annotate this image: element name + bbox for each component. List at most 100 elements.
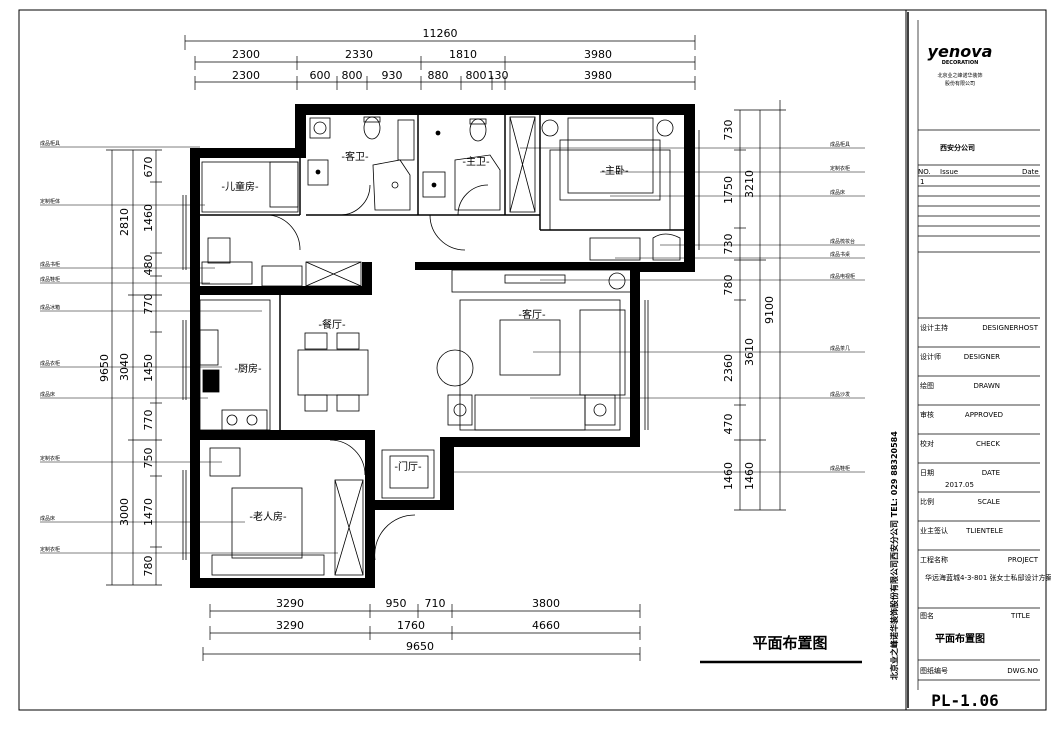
vertical-company-text: 北京业之峰诺华装饰股份有限公司西安分公司 TEL: 029 88320584 xyxy=(889,431,899,680)
dim-right-inner: 730 1750 730 780 2360 470 1460 xyxy=(722,120,735,491)
dim-bottom-row1: 3290 950 710 3800 xyxy=(276,597,560,610)
bottom-dimensions xyxy=(202,604,641,661)
furniture xyxy=(199,116,681,576)
dim-text: 600 xyxy=(310,69,331,82)
annotation: 成品床 xyxy=(830,189,845,196)
room-living: -客厅- xyxy=(518,308,546,321)
field-value: SCALE xyxy=(978,498,1000,506)
dim-text: 730 xyxy=(722,120,735,141)
dim-text: 130 xyxy=(488,69,509,82)
dim-text: 800 xyxy=(466,69,487,82)
annotation: 成品沙发 xyxy=(830,391,850,398)
rev-header-no: NO. xyxy=(918,168,931,176)
field-label: 日期 xyxy=(920,469,934,477)
field-value: TITLE xyxy=(1010,612,1030,620)
field-extra-date: 2017.05 xyxy=(945,481,974,489)
dim-left-outer-1: 2810 xyxy=(118,208,131,236)
dim-left-total: 9650 xyxy=(98,354,111,382)
annotation: 定制柜体 xyxy=(40,198,60,205)
room-guest-bath: -客卫- xyxy=(341,150,369,163)
room-elder: -老人房- xyxy=(249,510,287,523)
field-label: 图名 xyxy=(920,611,934,620)
dim-top-row2: 2300 600 800 930 880 800 130 3980 xyxy=(232,69,612,82)
field-label: 绘图 xyxy=(920,381,934,390)
room-kitchen: -厨房- xyxy=(234,362,262,375)
title-fields: 设计主持 DESIGNERHOST 设计师 DESIGNER 绘图 DRAWN … xyxy=(920,323,1051,675)
annotation: 成品冰箱 xyxy=(40,304,60,311)
annotation: 成品梳妆台 xyxy=(830,238,855,245)
dim-text: 880 xyxy=(428,69,449,82)
right-annotations: 成品柜具 定制衣柜 成品床 成品梳妆台 成品书桌 成品电视柜 成品茶几 成品沙发… xyxy=(830,141,855,472)
dim-top-total: 11260 xyxy=(423,27,458,40)
field-label: 审核 xyxy=(920,410,934,419)
dim-text: 1460 xyxy=(722,462,735,490)
room-child: -儿童房- xyxy=(221,180,259,193)
dim-right-total: 9100 xyxy=(763,296,776,324)
field-label: 校对 xyxy=(920,439,934,448)
drawing-number: PL-1.06 xyxy=(931,691,998,710)
field-extra-project: 华远海蓝城4-3-801 张女士私邸设计方案 xyxy=(925,573,1051,582)
top-dimensions xyxy=(184,35,696,90)
dim-text: 770 xyxy=(142,410,155,431)
dim-text: 1460 xyxy=(743,462,756,490)
dim-top-row1: 2300 2330 1810 3980 xyxy=(232,48,612,61)
field-value: TLIENTELE xyxy=(965,527,1003,535)
room-foyer: -门厅- xyxy=(394,460,422,473)
annotation: 成品床 xyxy=(40,515,55,522)
annotation: 成品书桌 xyxy=(830,251,850,258)
annotation: 成品床 xyxy=(40,391,55,398)
annotation: 成品茶几 xyxy=(830,345,850,352)
dim-text: 710 xyxy=(425,597,446,610)
annotation: 成品鞋柜 xyxy=(40,276,60,283)
company-logo: yenova xyxy=(928,42,993,61)
logo-subtitle: DECORATION xyxy=(942,60,979,66)
dim-text: 2330 xyxy=(345,48,373,61)
field-value: DRAWN xyxy=(973,382,1000,390)
field-label: 图纸编号 xyxy=(920,666,948,675)
annotation: 成品书柜 xyxy=(40,261,60,268)
dim-text: 4660 xyxy=(532,619,560,632)
field-value: DWG.NO xyxy=(1007,667,1038,675)
field-value: DESIGNERHOST xyxy=(982,324,1038,332)
windows xyxy=(182,130,700,560)
dim-right-mid: 3210 3610 1460 xyxy=(743,170,756,490)
room-master-bed: -主卧- xyxy=(601,164,629,177)
dim-bottom-row2: 3290 1760 4660 xyxy=(276,619,560,632)
annotation: 定制衣柜 xyxy=(40,455,60,462)
annotation: 成品衣柜 xyxy=(40,360,60,367)
drawing-title: 平面布置图 xyxy=(752,634,827,652)
field-value: CHECK xyxy=(976,440,1000,448)
washer-icon xyxy=(309,117,331,139)
field-label: 工程名称 xyxy=(920,555,948,564)
left-annotations: 成品柜具 定制柜体 成品书柜 成品鞋柜 成品冰箱 成品衣柜 成品床 定制衣柜 成… xyxy=(40,140,60,553)
right-dimensions xyxy=(734,100,786,511)
room-master-bath: -主卫- xyxy=(462,156,490,168)
field-label: 设计师 xyxy=(920,352,941,361)
dim-text: 1750 xyxy=(722,176,735,204)
field-value: DATE xyxy=(982,469,1000,477)
dim-text: 1470 xyxy=(142,498,155,526)
room-labels: -客卫- -主卫- -主卧- -儿童房- -餐厅- -客厅- -厨房- -门厅-… xyxy=(221,150,629,523)
annotation: 成品鞋柜 xyxy=(830,465,850,472)
leader-lines xyxy=(40,146,865,554)
field-value: PROJECT xyxy=(1008,556,1039,564)
dim-text: 930 xyxy=(382,69,403,82)
left-dimensions xyxy=(106,149,162,586)
company-name-line2: 股份有限公司 xyxy=(945,80,975,87)
field-label: 比例 xyxy=(920,497,934,506)
dim-text: 1810 xyxy=(449,48,477,61)
annotation: 成品电视柜 xyxy=(830,273,855,280)
dim-text: 1760 xyxy=(397,619,425,632)
company-name-line1: 北京业之峰诺华装饰 xyxy=(937,72,982,79)
dim-text: 2300 xyxy=(232,48,260,61)
dim-left-inner: 670 1460 480 770 1450 770 750 1470 780 xyxy=(142,157,155,577)
dim-text: 1460 xyxy=(142,204,155,232)
dim-text: 3800 xyxy=(532,597,560,610)
dim-text: 750 xyxy=(142,448,155,469)
dim-text: 3290 xyxy=(276,597,304,610)
dim-text: 730 xyxy=(722,234,735,255)
field-value: DESIGNER xyxy=(964,353,1000,361)
dim-text: 470 xyxy=(722,414,735,435)
